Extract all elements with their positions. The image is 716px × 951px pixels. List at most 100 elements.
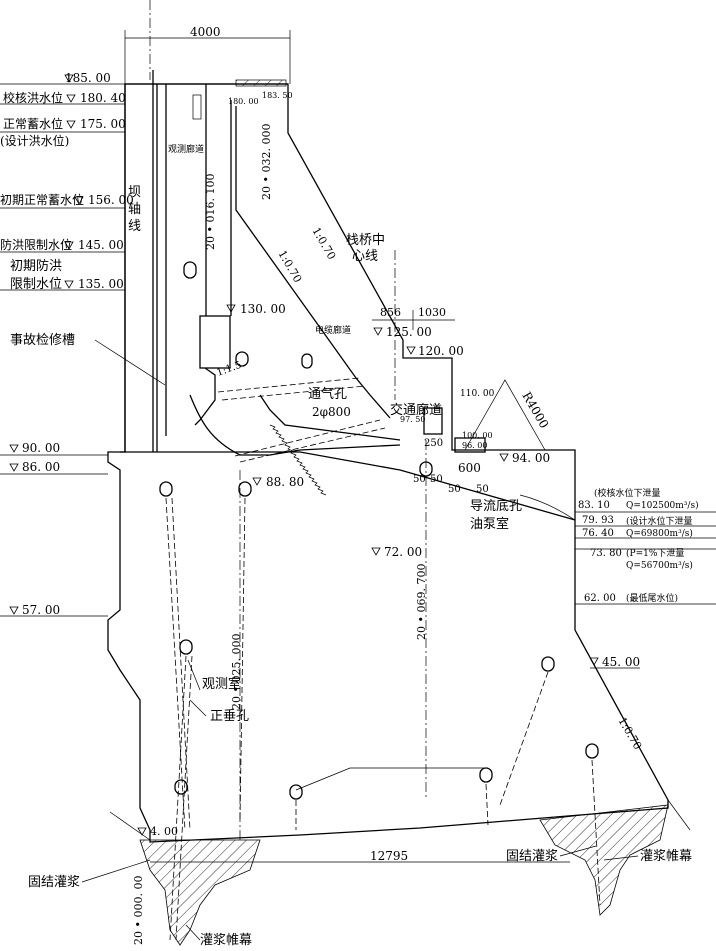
trestle-1: 栈桥中 bbox=[346, 233, 385, 248]
foundation-left bbox=[139, 839, 261, 946]
curtain-left: 灌浆帷幕 bbox=[200, 933, 252, 948]
design-flow: (设计水位下泄量 bbox=[626, 515, 693, 527]
gallery-4 bbox=[159, 481, 173, 497]
slope-c: 1:1.5 bbox=[215, 360, 243, 379]
radius-triangle bbox=[464, 379, 546, 451]
gallery-7 bbox=[179, 639, 193, 655]
drain-2 bbox=[171, 497, 191, 831]
elev-97-50: 97. 50 bbox=[400, 415, 425, 424]
elev-45: 45. 00 bbox=[602, 655, 640, 669]
dim-1030: 1030 bbox=[418, 306, 446, 319]
vent-floor bbox=[259, 394, 401, 441]
normal-storage-label: 正常蓄水位 bbox=[3, 116, 63, 131]
consolidation-right: 固结灌浆 bbox=[506, 849, 558, 864]
gate-lower bbox=[194, 367, 216, 426]
consolidation-left-leader bbox=[81, 859, 151, 883]
elev-79-93: 79. 93 bbox=[582, 515, 614, 526]
elev-100: 100. 00 bbox=[462, 431, 493, 440]
dim-50c: 50 bbox=[448, 484, 461, 495]
gallery-10 bbox=[289, 784, 303, 800]
station-c: 20 • 025. 000 bbox=[230, 634, 243, 710]
consolidation-right-leader bbox=[559, 845, 597, 857]
slope-d: 1:0.70 bbox=[615, 715, 644, 752]
design-flood-label: (设计洪水位) bbox=[0, 133, 69, 148]
elev-135: 135. 00 bbox=[78, 277, 124, 291]
rock-line-right bbox=[667, 799, 691, 831]
obs-gallery-label: 观测廊道 bbox=[168, 143, 204, 155]
dim-50b: 50 bbox=[430, 474, 443, 485]
elev-120: 120. 00 bbox=[418, 344, 464, 358]
elev-90: 90. 00 bbox=[22, 441, 60, 455]
traffic-gallery-box bbox=[423, 407, 443, 435]
elev-156: 156. 00 bbox=[88, 193, 134, 207]
elev-88-80: 88. 80 bbox=[266, 475, 304, 489]
connect-line bbox=[295, 767, 488, 791]
curtain-right-leader bbox=[603, 855, 639, 861]
drain-1 bbox=[165, 497, 186, 831]
spillway-crest bbox=[189, 394, 401, 456]
vent-1: 通气孔 bbox=[308, 386, 347, 402]
water-level-markers bbox=[9, 74, 599, 836]
elev-57: 57. 00 bbox=[22, 603, 60, 617]
plumb-hole-label: 正垂孔 bbox=[210, 709, 249, 724]
slope-a: 1:0.70 bbox=[309, 225, 338, 262]
drain-6 bbox=[499, 671, 549, 806]
gallery-9 bbox=[174, 779, 188, 795]
elev-4: 4. 00 bbox=[150, 825, 178, 838]
elev-110: 110. 00 bbox=[460, 389, 495, 399]
gallery-5 bbox=[238, 481, 252, 497]
vent-dash-2 bbox=[221, 385, 366, 401]
obs-room-leader bbox=[187, 659, 201, 691]
traffic-gallery-label: 交通廊道 bbox=[390, 402, 442, 418]
elev-83-10: 83. 10 bbox=[578, 500, 610, 511]
min-tail: (最低尾水位) bbox=[626, 592, 678, 604]
dim-50a: 50 bbox=[413, 474, 426, 485]
serrated-floor bbox=[269, 424, 327, 496]
curtain-left-leader bbox=[185, 924, 201, 941]
gallery-3 bbox=[301, 353, 313, 369]
flood-limit-label: 防洪限制水位 bbox=[0, 237, 72, 252]
elev-76-40: 76. 40 bbox=[582, 528, 614, 539]
station-e: 20 • 000. 00 bbox=[132, 876, 145, 945]
dam-axis-1: 坝 bbox=[128, 185, 141, 200]
diversion-2: 油泵室 bbox=[470, 516, 509, 532]
elev-86: 86. 00 bbox=[22, 460, 60, 474]
elev-130: 130. 00 bbox=[240, 302, 286, 316]
bucket-curve bbox=[519, 494, 576, 521]
elev-73-80: 73. 80 bbox=[590, 548, 622, 559]
cable-gallery-label: 电缆廊道 bbox=[315, 324, 351, 336]
emergency-slot-leader bbox=[94, 339, 166, 386]
initial-flood-1: 初期防洪 bbox=[10, 258, 62, 274]
elev-96: 96. 00 bbox=[462, 441, 487, 450]
p1-q: Q=56700m³/s) bbox=[626, 560, 693, 571]
emergency-slot-label: 事故检修槽 bbox=[10, 333, 75, 348]
vent-2: 2φ800 bbox=[312, 405, 351, 419]
gallery-2 bbox=[235, 351, 249, 367]
elev-62: 62. 00 bbox=[584, 593, 616, 604]
gate-chamber bbox=[199, 315, 231, 369]
diversion-1: 导流底孔 bbox=[470, 498, 522, 514]
consolidation-left: 固结灌浆 bbox=[28, 875, 80, 890]
elev-94: 94. 00 bbox=[512, 451, 550, 465]
radius-label: R4000 bbox=[519, 390, 551, 431]
p1-flow: (P=1%下泄量 bbox=[626, 547, 684, 559]
elev-145: 145. 00 bbox=[78, 238, 124, 252]
elev-185-label: 185. 00 bbox=[65, 71, 111, 85]
dam-outline bbox=[107, 83, 669, 843]
check-q: Q=102500m³/s) bbox=[626, 500, 699, 511]
windows bbox=[192, 94, 202, 120]
right-water-level-lines bbox=[575, 511, 716, 669]
slope-b: 1:0.70 bbox=[275, 248, 304, 285]
vent-dash-3 bbox=[234, 419, 381, 457]
trestle-2: 心线 bbox=[352, 249, 378, 264]
gallery-12 bbox=[585, 743, 599, 759]
elev-125: 125. 00 bbox=[386, 325, 432, 339]
obs-room-label: 观测室 bbox=[202, 676, 241, 692]
crest-railing bbox=[235, 79, 287, 87]
initial-normal-label: 初期正常蓄水位 bbox=[0, 192, 84, 207]
dam-axis-3: 线 bbox=[128, 219, 141, 234]
dim-600: 600 bbox=[458, 461, 481, 475]
plumb-leader bbox=[189, 699, 207, 717]
left-water-level-lines bbox=[0, 83, 125, 617]
